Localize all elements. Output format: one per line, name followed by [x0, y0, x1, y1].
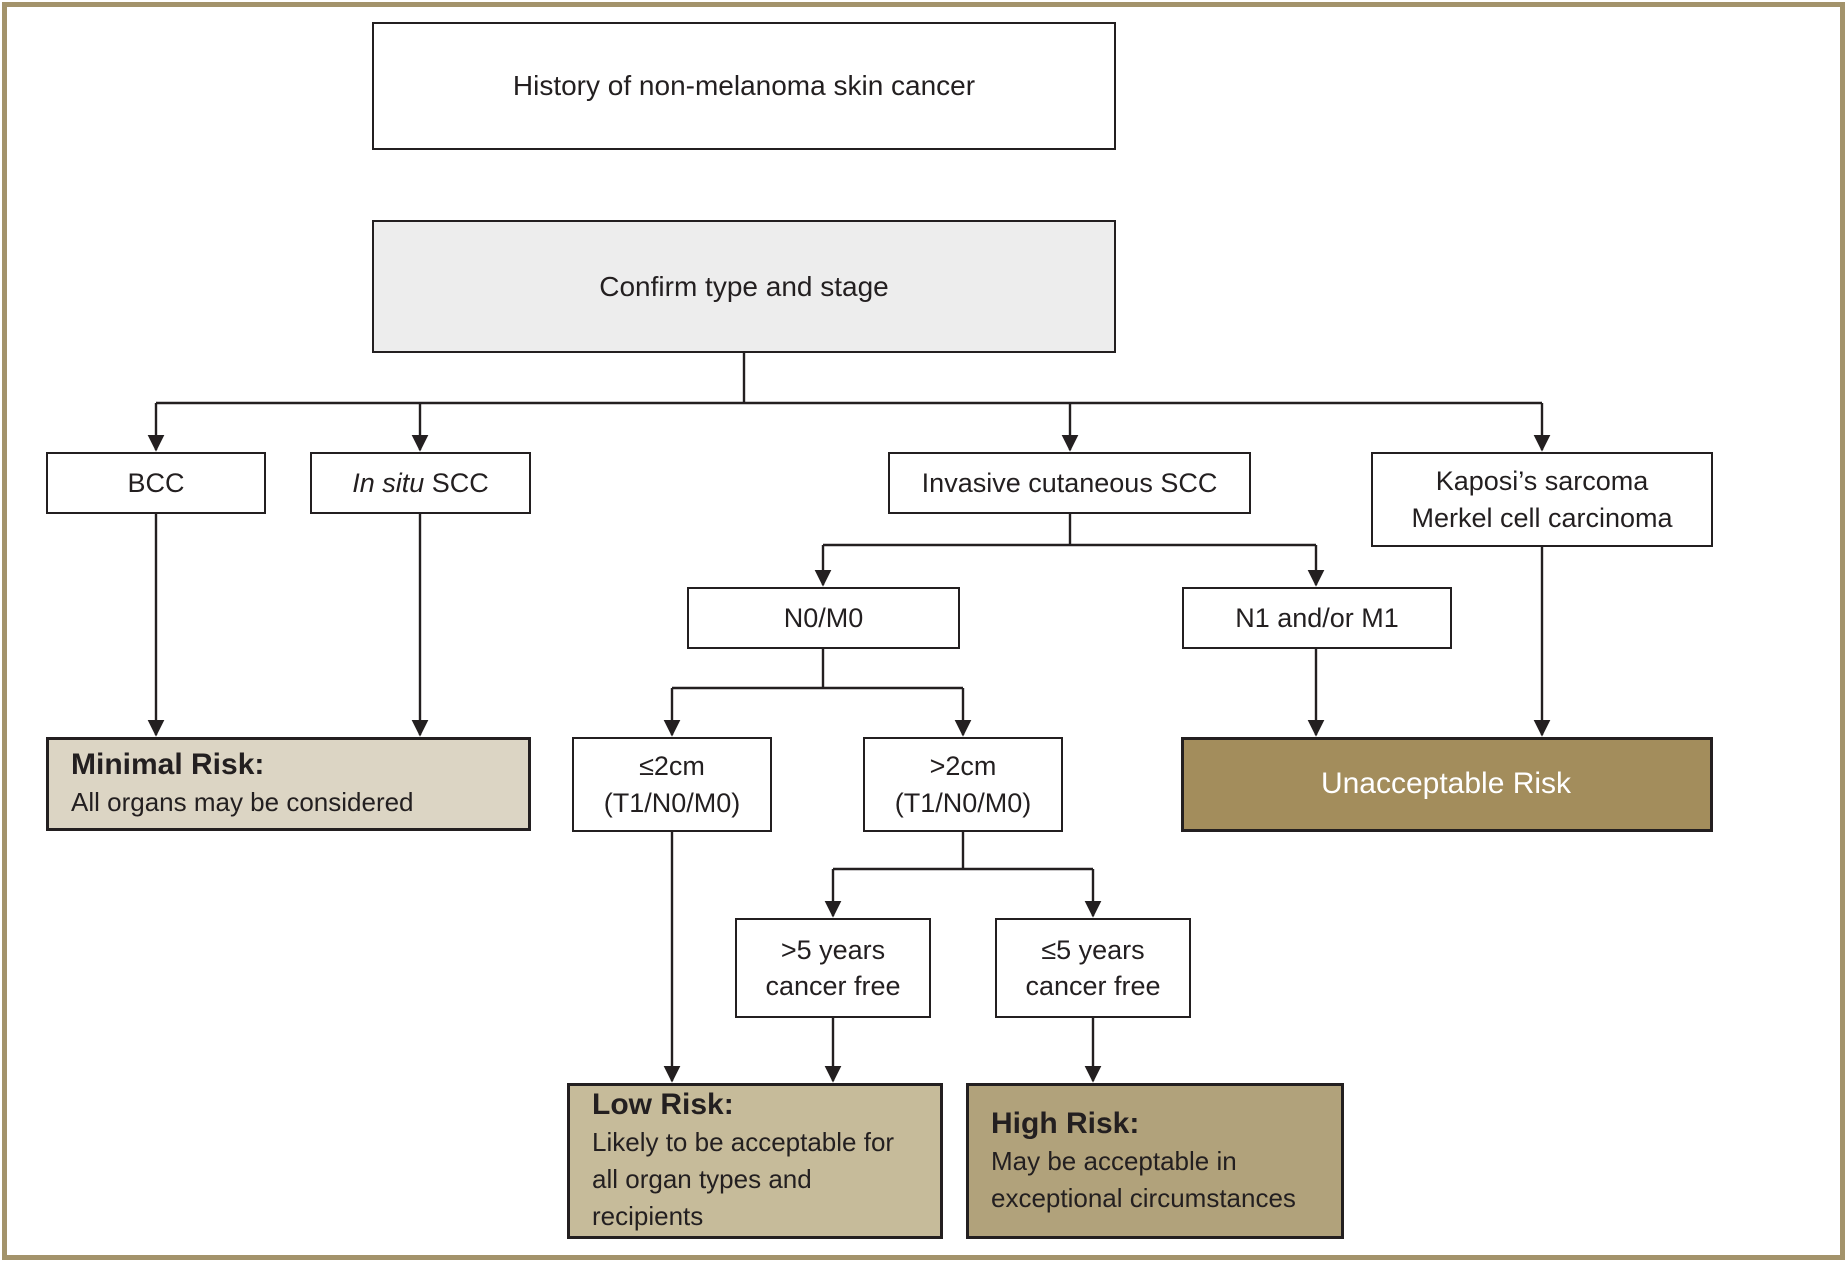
node-gt5yr-line2: cancer free [765, 971, 901, 1001]
node-confirm-label: Confirm type and stage [599, 270, 889, 302]
node-history: History of non-melanoma skin cancer [372, 22, 1116, 150]
node-kaposi-line2: Merkel cell carcinoma [1411, 502, 1673, 533]
low-risk-title: Low Risk: [592, 1088, 734, 1122]
node-le5yr-line2: cancer free [1025, 971, 1161, 1001]
node-insitu-scc: In situ SCC [310, 452, 531, 514]
node-invasive-scc-label: Invasive cutaneous SCC [921, 467, 1218, 498]
node-bcc: BCC [46, 452, 266, 514]
minimal-risk-body: All organs may be considered [71, 787, 414, 818]
node-gt5yr-line1: >5 years [780, 934, 886, 965]
node-bcc-label: BCC [127, 467, 185, 498]
node-gt2cm: >2cm (T1/N0/M0) [863, 737, 1063, 832]
insitu-plain-part: SCC [431, 467, 489, 498]
node-le2cm-line2: (T1/N0/M0) [603, 787, 741, 818]
low-risk-body: Likely to be acceptable for all organ ty… [592, 1127, 895, 1231]
node-n1m1: N1 and/or M1 [1182, 587, 1452, 649]
outcome-minimal-risk: Minimal Risk: All organs may be consider… [46, 737, 531, 831]
minimal-risk-title: Minimal Risk: [71, 748, 265, 782]
outcome-high-risk: High Risk: May be acceptable in exceptio… [966, 1083, 1344, 1239]
node-kaposi-line1: Kaposi’s sarcoma [1435, 466, 1649, 497]
node-le2cm-line1: ≤2cm [639, 751, 705, 782]
node-confirm: Confirm type and stage [372, 220, 1116, 353]
high-risk-title: High Risk: [991, 1106, 1140, 1140]
node-le5yr-line1: ≤5 years [1041, 934, 1145, 965]
outcome-unacceptable-risk: Unacceptable Risk [1181, 737, 1713, 832]
node-gt2cm-line1: >2cm [929, 751, 997, 782]
node-le5yr: ≤5 years cancer free [995, 918, 1191, 1018]
high-risk-body: May be acceptable in exceptional circums… [991, 1145, 1296, 1213]
node-insitu-scc-label: In situ SCC [352, 465, 489, 501]
node-n0m0: N0/M0 [687, 587, 960, 649]
node-n1m1-label: N1 and/or M1 [1235, 602, 1399, 633]
node-gt2cm-line2: (T1/N0/M0) [894, 787, 1032, 818]
node-n0m0-label: N0/M0 [783, 602, 864, 633]
node-history-label: History of non-melanoma skin cancer [512, 70, 976, 102]
outcome-low-risk: Low Risk: Likely to be acceptable for al… [567, 1083, 943, 1239]
node-gt5yr: >5 years cancer free [735, 918, 931, 1018]
node-kaposi-merkel: Kaposi’s sarcoma Merkel cell carcinoma [1371, 452, 1713, 547]
node-le2cm: ≤2cm (T1/N0/M0) [572, 737, 772, 832]
insitu-italic-part: In situ [352, 467, 425, 498]
unacceptable-risk-label: Unacceptable Risk [1320, 766, 1572, 800]
node-invasive-scc: Invasive cutaneous SCC [888, 452, 1251, 514]
